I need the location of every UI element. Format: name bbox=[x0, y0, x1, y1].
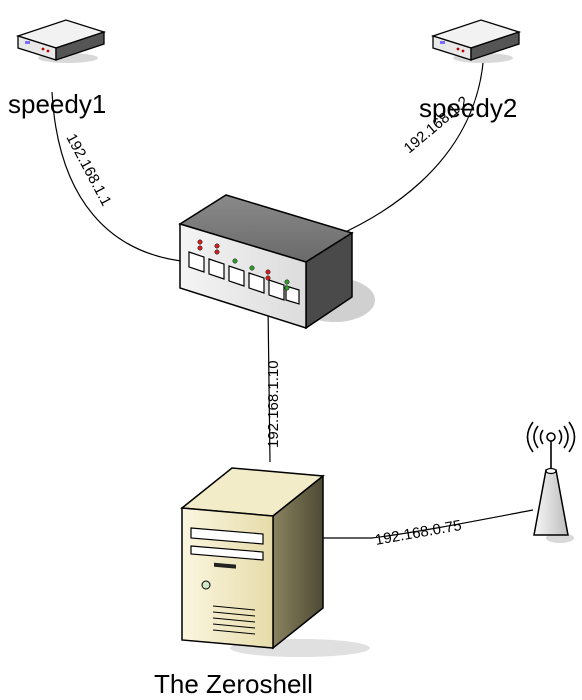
link-label-server: 192.168.1.10 bbox=[265, 360, 282, 448]
modem-icon bbox=[430, 19, 522, 63]
server-label: The Zeroshell bbox=[154, 669, 313, 699]
cable-server-ap bbox=[323, 509, 534, 539]
server-tower-icon bbox=[180, 467, 370, 657]
network-switch-icon bbox=[178, 194, 375, 330]
wireless-signal-icon bbox=[526, 421, 576, 453]
speedy2-label: speedy2 bbox=[419, 93, 517, 123]
link-label-ap: 192.168.0.75 bbox=[374, 517, 463, 549]
wireless-access-point-icon bbox=[526, 421, 576, 543]
speedy1-label: speedy1 bbox=[8, 89, 106, 119]
cable-speedy1-switch bbox=[51, 91, 191, 263]
modem-icon bbox=[15, 19, 107, 63]
link-label-speedy1: 192.168.1.1 bbox=[62, 131, 114, 209]
